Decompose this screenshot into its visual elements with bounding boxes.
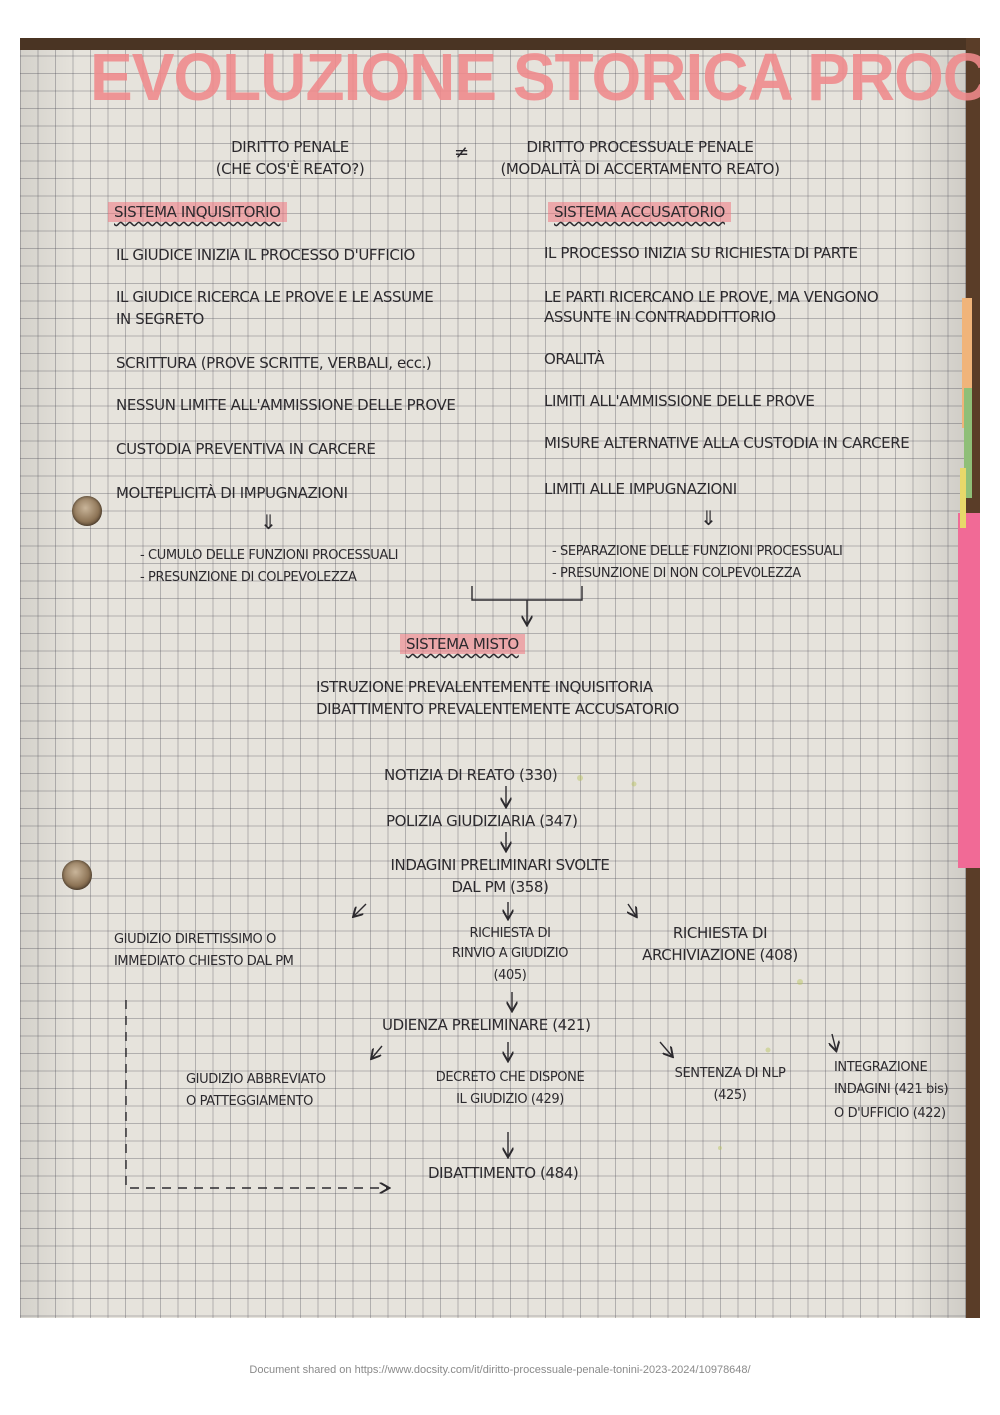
inquisitorio-item: NESSUN LIMITE ALL'AMMISSIONE DELLE PROVE — [116, 396, 456, 414]
integrazione-indagini: INTEGRAZIONE — [834, 1060, 928, 1075]
richiesta-rinvio: RICHIESTA DI — [469, 926, 551, 941]
accusatorio-item: MISURE ALTERNATIVE ALLA CUSTODIA IN CARC… — [544, 434, 910, 452]
inquisitorio-result: - PRESUNZIONE DI COLPEVOLEZZA — [140, 570, 357, 585]
inquisitorio-item: MOLTEPLICITÀ DI IMPUGNAZIONI — [116, 484, 348, 502]
accusatorio-item: LIMITI ALL'AMMISSIONE DELLE PROVE — [544, 392, 815, 410]
heading-sistema-accusatorio: SISTEMA ACCUSATORIO — [548, 202, 731, 222]
inquisitorio-result: - CUMULO DELLE FUNZIONI PROCESSUALI — [140, 548, 399, 563]
indagini-preliminari: DAL PM (358) — [451, 878, 549, 896]
misto-line: DIBATTIMENTO PREVALENTEMENTE ACCUSATORIO — [316, 700, 679, 718]
diritto-penale-subtitle: (CHE COS'È REATO?) — [215, 160, 365, 178]
sticky-tab-orange — [962, 298, 972, 428]
indagini-preliminari: INDAGINI PRELIMINARI SVOLTE — [390, 856, 610, 874]
richiesta-archiviazione: ARCHIVIAZIONE (408) — [642, 946, 798, 964]
inquisitorio-item: IL GIUDICE RICERCA LE PROVE E LE ASSUME — [116, 288, 434, 306]
heading-sistema-misto: SISTEMA MISTO — [400, 634, 525, 654]
richiesta-rinvio: (405) — [493, 968, 527, 983]
notebook-page: EVOLUZIONE STORICA PROC. PEN. DIRITTO PE… — [20, 38, 980, 1318]
page-title: EVOLUZIONE STORICA PROC. PEN. — [90, 39, 980, 115]
notizia-di-reato: NOTIZIA DI REATO (330) — [384, 766, 558, 784]
accusatorio-item: LIMITI ALLE IMPUGNAZIONI — [544, 480, 737, 498]
diritto-processuale-subtitle: (MODALITÀ DI ACCERTAMENTO REATO) — [500, 160, 780, 178]
dibattimento: DIBATTIMENTO (484) — [428, 1164, 579, 1182]
giudizio-direttissimo: GIUDIZIO DIRETTISSIMO O — [114, 932, 276, 947]
giudizio-direttissimo: IMMEDIATO CHIESTO DAL PM — [114, 954, 294, 969]
diritto-penale-label: DIRITTO PENALE — [231, 138, 349, 156]
accusatorio-item: ORALITÀ — [544, 350, 605, 368]
arrow-udienza-integrazione — [832, 1033, 836, 1050]
dashed-line-to-dibattimento — [125, 1000, 388, 1188]
decreto-giudizio: DECRETO CHE DISPONE — [435, 1070, 585, 1085]
decreto-giudizio: IL GIUDIZIO (429) — [456, 1092, 564, 1107]
inquisitorio-item: CUSTODIA PREVENTIVA IN CARCERE — [116, 440, 376, 458]
arrow-indagini-archiviazione — [628, 903, 636, 916]
giudizio-abbreviato: GIUDIZIO ABBREVIATO — [186, 1072, 326, 1087]
sticky-tab-pink — [958, 513, 980, 868]
sticky-tab-yellow — [960, 468, 966, 528]
accusatorio-item: LE PARTI RICERCANO LE PROVE, MA VENGONO — [544, 288, 879, 306]
integrazione-indagini: INDAGINI (421 bis) — [834, 1082, 949, 1097]
sentenza-nlp: SENTENZA DI NLP — [674, 1066, 786, 1081]
accusatorio-result: - PRESUNZIONE DI NON COLPEVOLEZZA — [552, 566, 801, 581]
accusatorio-item: IL PROCESSO INIZIA SU RICHIESTA DI PARTE — [544, 244, 858, 262]
accusatorio-result: - SEPARAZIONE DELLE FUNZIONI PROCESSUALI — [552, 544, 843, 559]
inquisitorio-item: IN SEGRETO — [116, 310, 204, 328]
polizia-giudiziaria: POLIZIA GIUDIZIARIA (347) — [386, 812, 578, 830]
inquisitorio-item: IL GIUDICE INIZIA IL PROCESSO D'UFFICIO — [116, 246, 415, 264]
udienza-preliminare: UDIENZA PRELIMINARE (421) — [382, 1016, 591, 1034]
integrazione-indagini: O D'UFFICIO (422) — [834, 1106, 946, 1121]
document-footer: Document shared on https://www.docsity.c… — [249, 1364, 751, 1376]
flow-connectors — [125, 586, 980, 1318]
sentenza-nlp: (425) — [713, 1088, 747, 1103]
desk-background — [20, 38, 980, 50]
punch-hole — [72, 496, 102, 526]
misto-line: ISTRUZIONE PREVALENTEMENTE INQUISITORIA — [316, 678, 653, 696]
double-down-arrow-icon: ⇓ — [260, 510, 277, 534]
heading-sistema-inquisitorio: SISTEMA INQUISITORIO — [108, 202, 287, 222]
giudizio-abbreviato: O PATTEGGIAMENTO — [186, 1094, 313, 1109]
arrow-udienza-sentenza — [659, 1041, 672, 1056]
diritto-processuale-label: DIRITTO PROCESSUALE PENALE — [526, 138, 754, 156]
arrow-udienza-abbreviato — [372, 1045, 383, 1058]
richiesta-rinvio: RINVIO A GIUDIZIO — [451, 946, 569, 961]
punch-hole — [62, 860, 92, 890]
arrow-indagini-direttissimo — [354, 903, 367, 916]
not-equal-sign: ≠ — [454, 142, 469, 163]
accusatorio-item: ASSUNTE IN CONTRADDITTORIO — [544, 308, 776, 326]
inquisitorio-item: SCRITTURA (PROVE SCRITTE, VERBALI, ecc.) — [116, 354, 432, 372]
merge-bracket — [471, 586, 583, 601]
double-down-arrow-icon: ⇓ — [700, 506, 717, 530]
sticky-tab-green — [964, 388, 972, 498]
richiesta-archiviazione: RICHIESTA DI — [672, 924, 768, 942]
